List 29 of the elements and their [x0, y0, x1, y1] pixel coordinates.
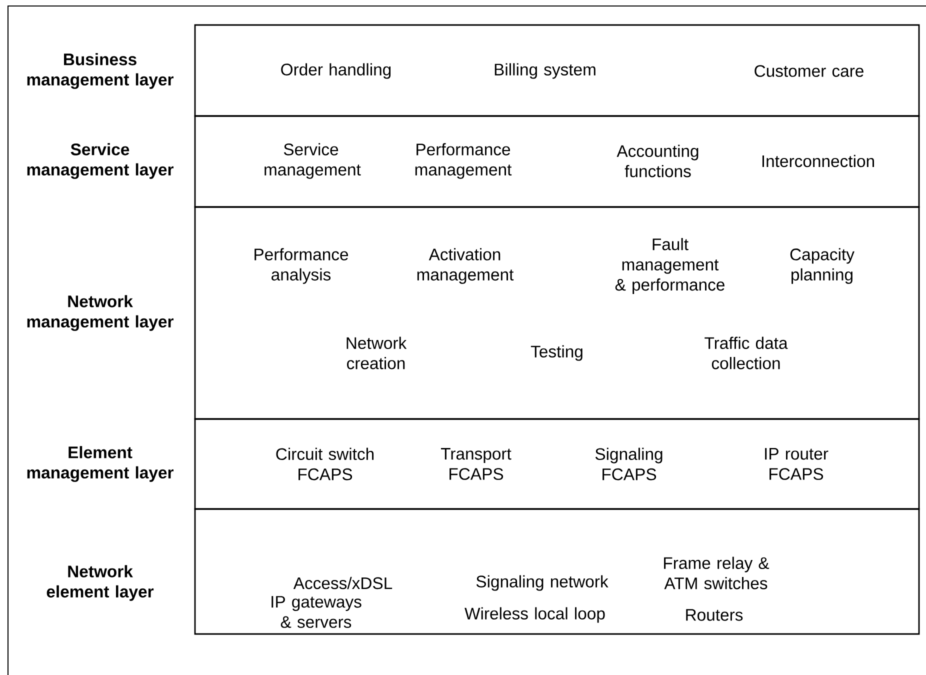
function-label: Performance management: [415, 143, 512, 179]
function-label: Transport FCAPS: [440, 448, 512, 480]
layer-heading: Business management layer: [27, 53, 174, 89]
layer-heading: Network management layer: [27, 295, 174, 331]
function-label: Order handling: [281, 63, 391, 79]
function-label: Testing: [530, 345, 582, 361]
function-label: Circuit switch FCAPS: [276, 448, 374, 480]
function-label: Access/xDSL: [293, 576, 392, 590]
function-label: Performance analysis: [254, 248, 348, 284]
layer-heading: Element management layer: [27, 446, 174, 482]
function-label: Billing system: [494, 63, 596, 79]
function-label: Traffic data collection: [704, 336, 788, 370]
layer-heading: Network element layer: [46, 565, 154, 601]
function-label: Customer care: [754, 65, 864, 77]
function-label: Signaling network: [476, 575, 608, 591]
function-label: Activation management: [417, 248, 514, 284]
function-label: Fault management & performance: [615, 238, 724, 294]
function-label: Capacity planning: [790, 248, 854, 284]
function-label: Frame relay & ATM switches: [664, 556, 770, 590]
function-label: IP gateways & servers: [272, 596, 362, 628]
function-label: Accounting functions: [616, 144, 698, 178]
function-label: Interconnection: [762, 154, 874, 168]
function-label: Wireless local loop: [464, 607, 605, 623]
function-label: Routers: [686, 609, 743, 621]
layer-heading: Service management layer: [27, 143, 174, 179]
function-label: Service management: [264, 143, 361, 179]
function-label: Signaling FCAPS: [595, 448, 662, 480]
function-label: IP router FCAPS: [765, 448, 828, 480]
function-label: Network creation: [346, 336, 407, 370]
